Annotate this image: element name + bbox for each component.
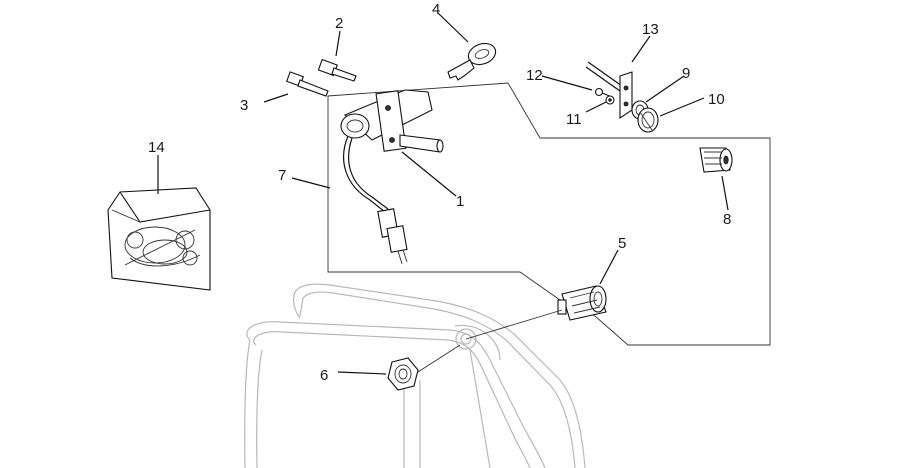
ring-10 bbox=[637, 107, 659, 133]
lock-cylinder-5 bbox=[557, 285, 607, 321]
bolt-3 bbox=[286, 71, 329, 97]
leader-lines bbox=[157, 12, 729, 375]
callout-13: 13 bbox=[642, 21, 659, 38]
callout-3: 3 bbox=[240, 97, 248, 114]
assembly-outline bbox=[327, 82, 771, 346]
body-panel bbox=[244, 283, 586, 468]
washer-11 bbox=[605, 95, 615, 105]
callout-9: 9 bbox=[682, 65, 690, 82]
callout-10: 10 bbox=[708, 91, 725, 108]
bracket-13 bbox=[585, 61, 633, 120]
callout-11: 11 bbox=[566, 111, 582, 128]
key-4 bbox=[447, 42, 497, 81]
lock-cylinder-8 bbox=[699, 147, 733, 173]
callout-5: 5 bbox=[618, 235, 626, 252]
callout-12: 12 bbox=[526, 67, 543, 84]
callout-6: 6 bbox=[320, 367, 328, 384]
callout-8: 8 bbox=[723, 211, 731, 228]
nut-6 bbox=[387, 357, 419, 391]
callout-7: 7 bbox=[278, 167, 286, 184]
callout-1: 1 bbox=[456, 193, 464, 210]
callout-2: 2 bbox=[335, 15, 343, 32]
callout-labels: 1 2 3 4 5 6 7 8 9 10 11 12 13 14 bbox=[148, 1, 731, 384]
bolt-2 bbox=[317, 58, 357, 82]
lock-actuator-1 bbox=[340, 89, 444, 265]
callout-14: 14 bbox=[148, 139, 165, 156]
callout-4: 4 bbox=[432, 1, 440, 18]
hardware-kit-bag bbox=[107, 187, 211, 291]
